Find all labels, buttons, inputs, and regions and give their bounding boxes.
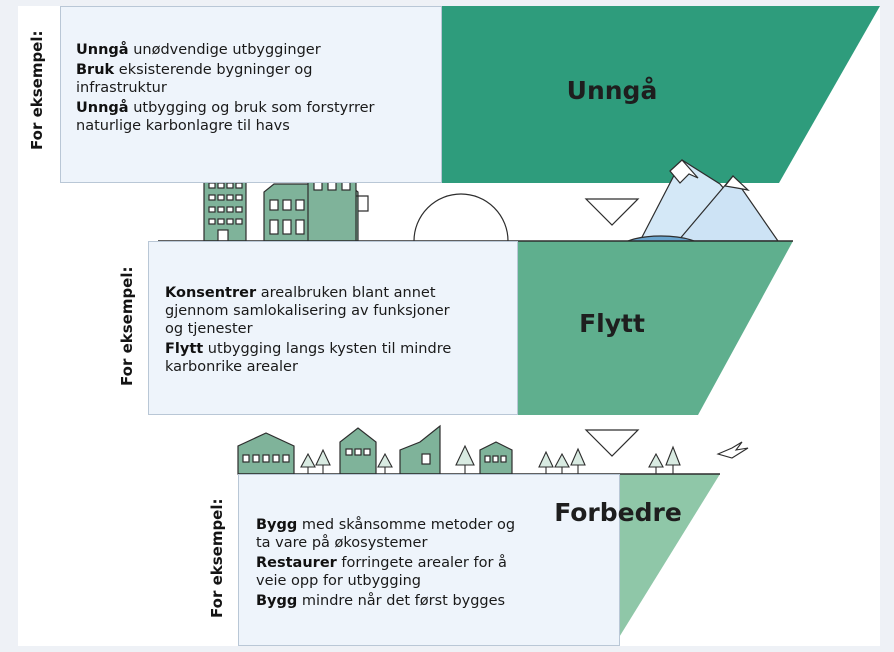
avoid-funnel-band: [344, 6, 880, 183]
avoid-item-3: Unngå utbygging og bruk som forstyrrer n…: [76, 100, 375, 134]
dome-icon: [413, 193, 509, 242]
move-example-panel: [148, 241, 518, 415]
down-arrow-icon: [584, 429, 640, 457]
improve-item-1: Bygg med skånsomme metoder og ta vare på…: [256, 517, 516, 551]
bird-icon: [716, 441, 749, 459]
move-side-label: For eksempel:: [118, 266, 136, 387]
improve-item-2: Restaurer forringete arealer for å veie …: [256, 555, 507, 589]
move-item-2: Flytt utbygging langs kysten til mindre …: [165, 341, 452, 375]
house-row-icon: [237, 424, 513, 475]
move-example-list: Konsentrer arealbruken blant annet gjenn…: [165, 284, 455, 378]
improve-example-list: Bygg med skånsomme metoder og ta vare på…: [256, 516, 516, 612]
move-title: Flytt: [579, 309, 645, 338]
improve-item-3: Bygg mindre når det først bygges: [256, 593, 506, 609]
mountain-icon: [639, 159, 780, 242]
move-funnel-band: [432, 241, 793, 415]
avoid-example-panel: [60, 6, 442, 183]
avoid-side-label: For eksempel:: [28, 30, 46, 151]
avoid-example-list: Unngå unødvendige utbygginger Bruk eksis…: [76, 41, 376, 137]
tree-icons: [300, 444, 681, 474]
improve-example-panel: [238, 474, 620, 646]
move-item-1: Konsentrer arealbruken blant annet gjenn…: [165, 285, 450, 337]
down-arrow-icon: [584, 198, 640, 226]
diagram-stage: For eksempel: Unngå unødvendige utbyggin…: [18, 6, 880, 646]
avoid-item-2: Bruk eksisterende bygninger og infrastru…: [76, 62, 313, 96]
avoid-item-1: Unngå unødvendige utbygginger: [76, 42, 321, 58]
improve-title: Forbedre: [554, 498, 682, 527]
improve-side-label: For eksempel:: [208, 498, 226, 619]
avoid-title: Unngå: [566, 76, 658, 105]
